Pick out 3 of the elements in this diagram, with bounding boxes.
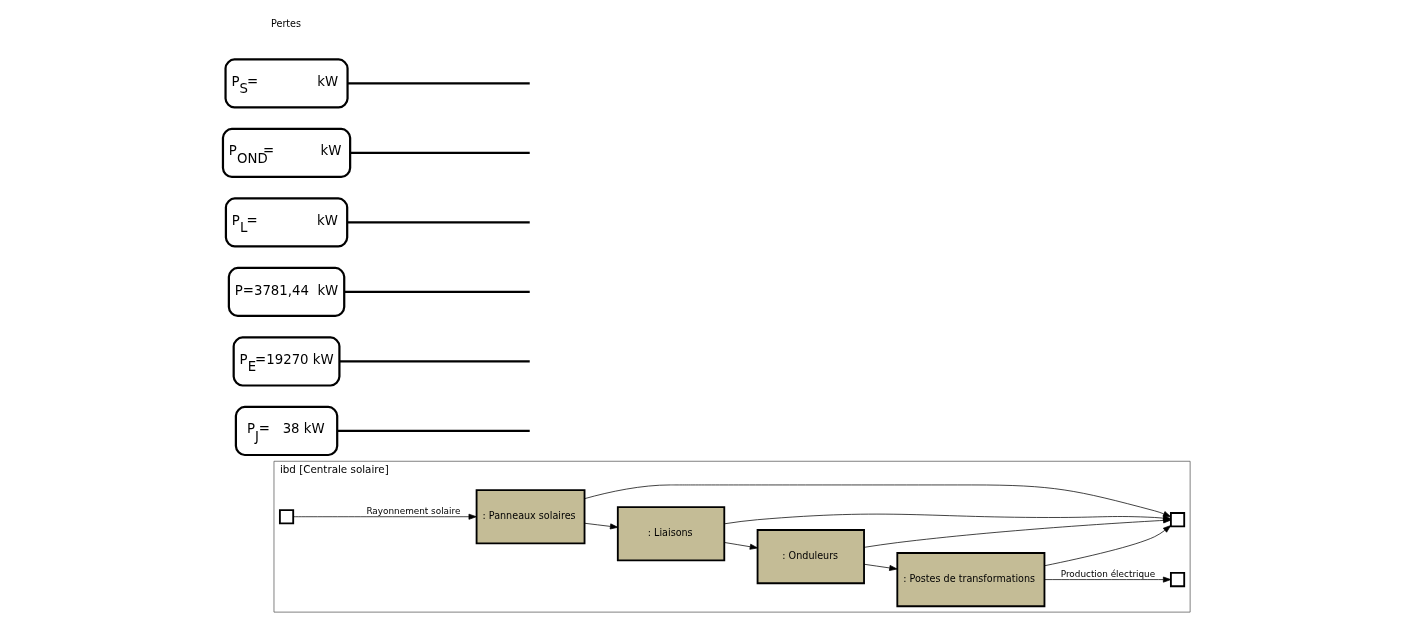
label: Pertes	[270, 17, 301, 29]
edge-label: Rayonnement solaire	[365, 506, 460, 517]
edge-label: Production électrique	[1060, 569, 1155, 580]
